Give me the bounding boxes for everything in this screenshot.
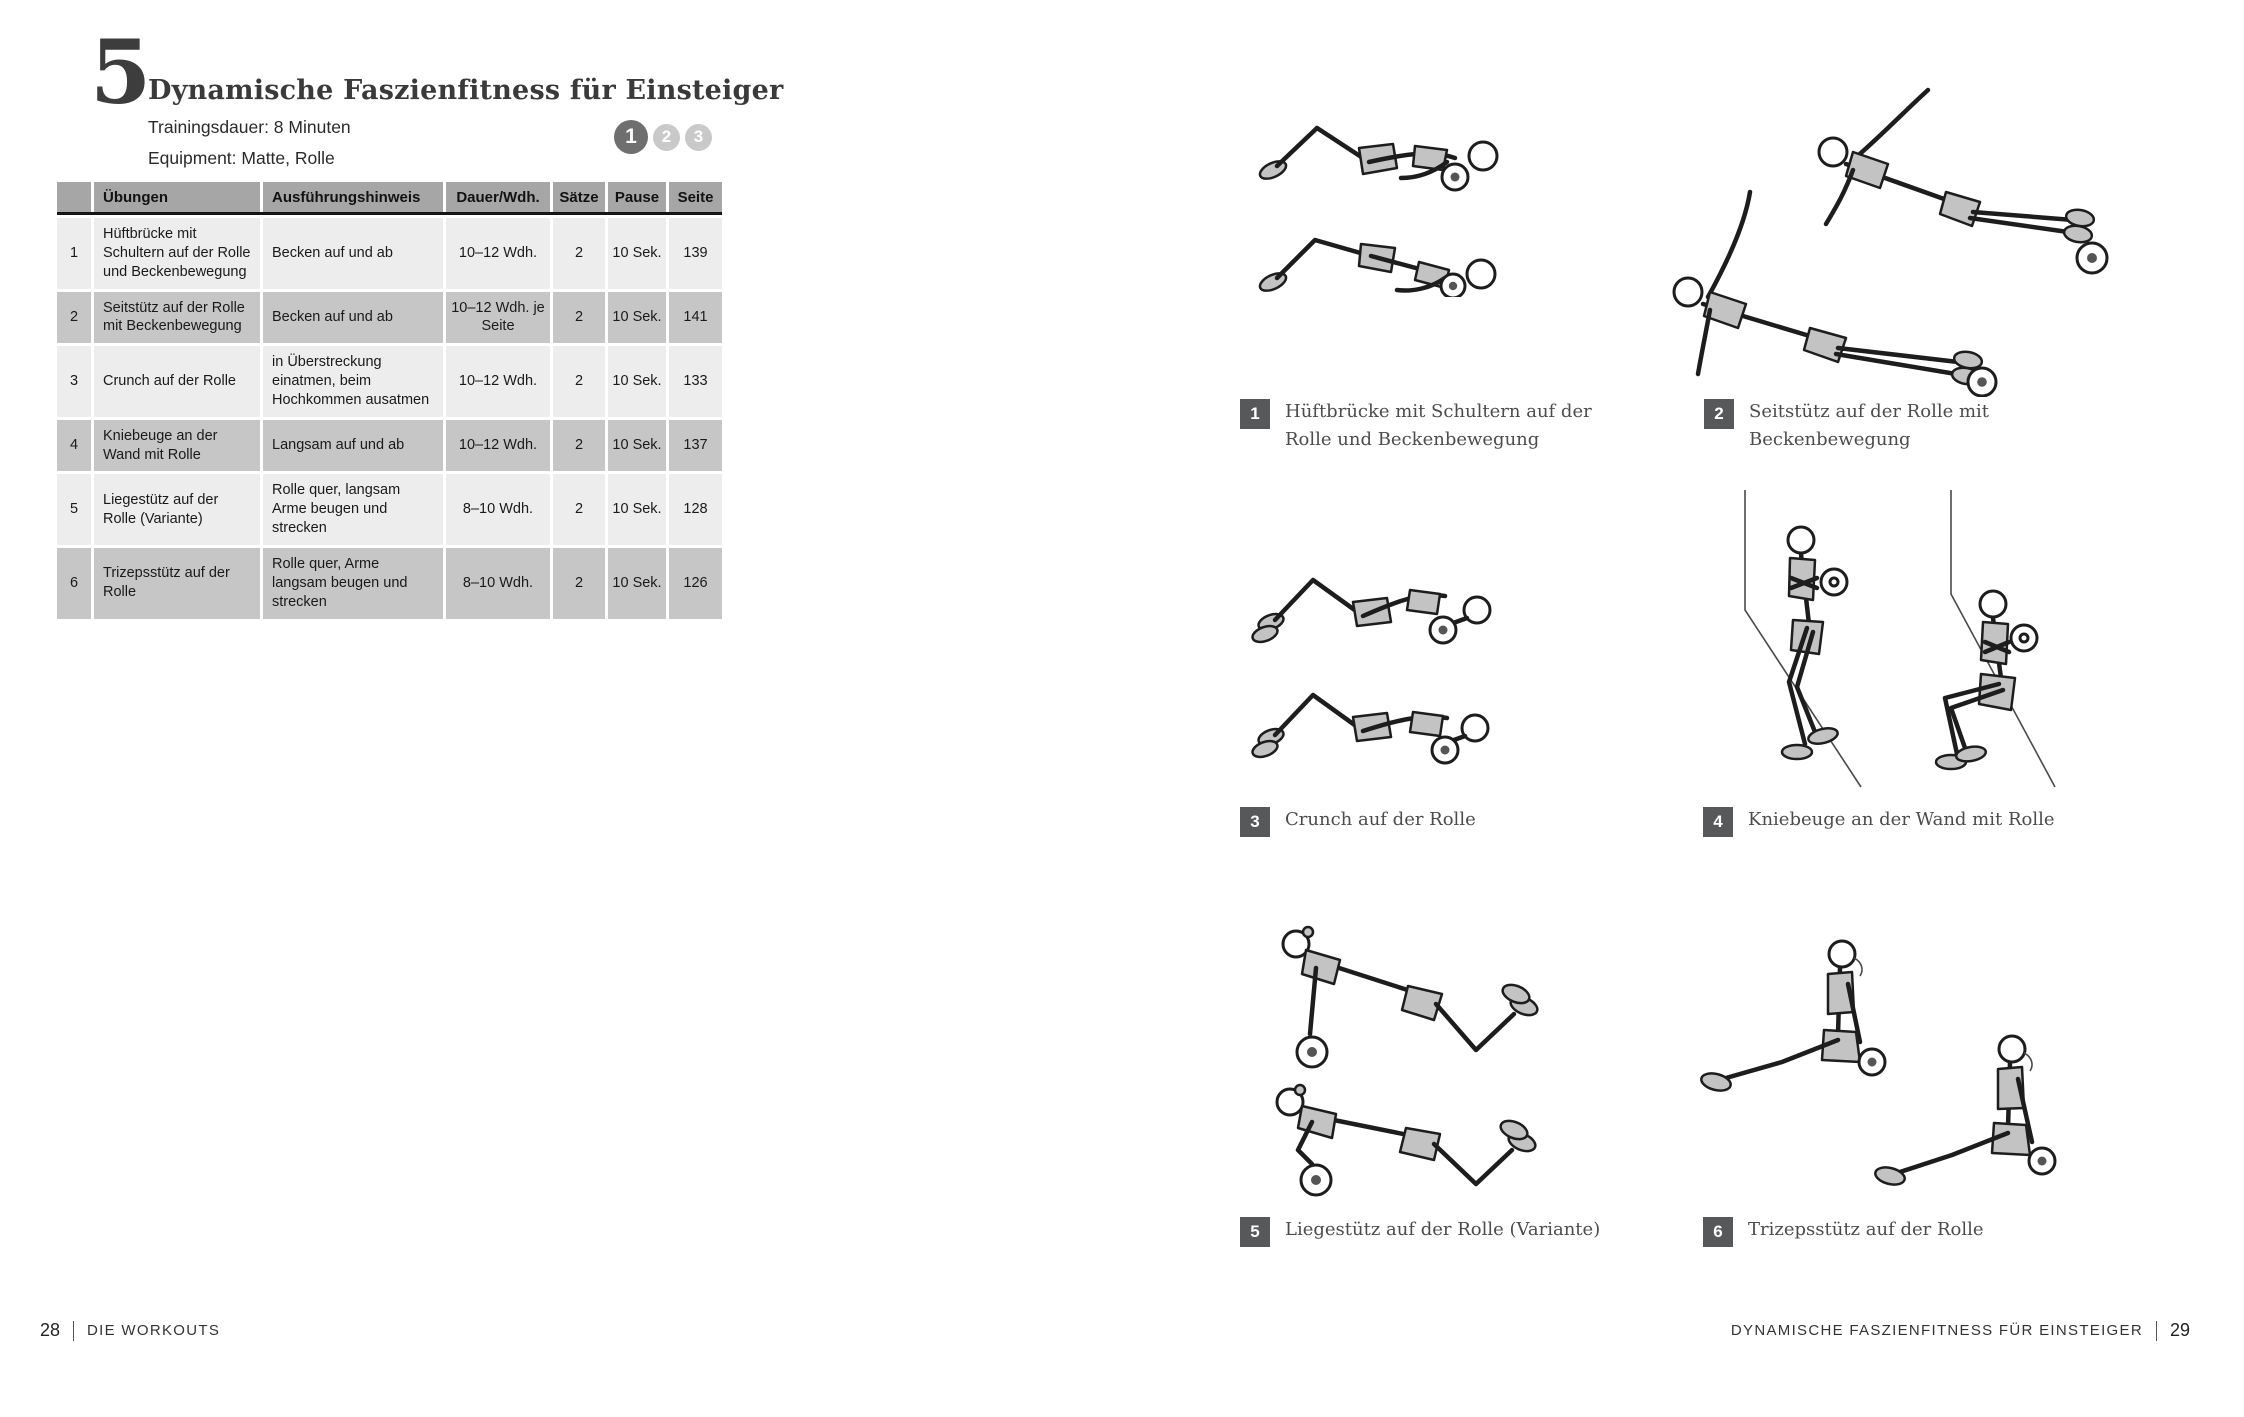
table-header-cell: Sätze — [553, 182, 605, 212]
table-header-cell: Ausführungshinweis — [263, 182, 443, 212]
level-2-badge: 2 — [653, 123, 680, 151]
table-header-cell: Pause — [608, 182, 666, 212]
equipment: Equipment: Matte, Rolle — [148, 147, 335, 168]
page-number: 29 — [2169, 1320, 2190, 1340]
table-header-cell: Seite — [669, 182, 722, 212]
table-cell: Kniebeuge an der Wand mit Rolle — [94, 419, 260, 472]
table-cell: 128 — [669, 474, 722, 545]
table-cell: Langsam auf und ab — [263, 419, 443, 472]
table-cell: 2 — [553, 547, 605, 619]
figure-caption-text: Crunch auf der Rolle — [1285, 809, 1476, 830]
illustration-wall-squat — [1693, 482, 2083, 797]
table-cell: in Überstreckung einatmen, beim Hochkomm… — [263, 346, 443, 417]
figure-number-badge: 1 — [1240, 399, 1270, 429]
table-cell: 10 Sek. — [608, 218, 666, 289]
figure-number-badge: 2 — [1704, 399, 1734, 429]
table-cell: 8–10 Wdh. — [446, 547, 550, 619]
figure-number-badge: 5 — [1240, 1217, 1270, 1247]
footer-divider — [73, 1320, 75, 1341]
figure-caption-6: 6 Trizepsstütz auf der Rolle — [1703, 1216, 2178, 1247]
table-cell: Becken auf und ab — [263, 291, 443, 344]
figure-caption-2: 2 Seitstütz auf der Rolle mit Beckenbewe… — [1704, 398, 1999, 454]
table-cell: 5 — [57, 474, 91, 545]
table-cell: 2 — [553, 291, 605, 344]
illustration-pushup-roller — [1240, 892, 1570, 1207]
table-cell: 139 — [669, 218, 722, 289]
figure-caption-5: 5 Liegestütz auf der Rolle (Variante) — [1240, 1216, 1715, 1247]
figure-caption-4: 4 Kniebeuge an der Wand mit Rolle — [1703, 806, 2178, 837]
illustration-crunch — [1235, 532, 1565, 797]
illustration-triceps-support — [1690, 912, 2090, 1207]
table-cell: 10–12 Wdh. — [446, 218, 550, 289]
page-number: 28 — [40, 1320, 61, 1340]
level-indicator: 1 2 3 — [614, 120, 712, 154]
table-cell: 126 — [669, 547, 722, 619]
table-cell: 10–12 Wdh. je Seite — [446, 291, 550, 344]
table-cell: 10 Sek. — [608, 419, 666, 472]
table-cell: 10 Sek. — [608, 346, 666, 417]
table-cell: 141 — [669, 291, 722, 344]
illustration-hip-bridge — [1235, 82, 1565, 297]
table-cell: 10 Sek. — [608, 291, 666, 344]
table-cell: 10–12 Wdh. — [446, 346, 550, 417]
table-header-cell — [57, 182, 91, 212]
table-cell: 1 — [57, 218, 91, 289]
table-header-rule — [57, 212, 722, 215]
table-cell: 2 — [553, 474, 605, 545]
figure-caption-text: Kniebeuge an der Wand mit Rolle — [1748, 809, 2055, 830]
footer-right: DYNAMISCHE FASZIENFITNESS FÜR EINSTEIGER… — [1731, 1320, 2190, 1341]
table-cell: 133 — [669, 346, 722, 417]
figure-number-badge: 6 — [1703, 1217, 1733, 1247]
workout-meta: Trainingsdauer: 8 Minuten Equipment: Mat… — [148, 112, 351, 173]
table-cell: 2 — [553, 346, 605, 417]
figure-caption-text: Seitstütz auf der Rolle mit Beckenbewegu… — [1749, 401, 1990, 450]
footer-left: 28 DIE WORKOUTS — [40, 1320, 220, 1341]
table-cell: 10 Sek. — [608, 474, 666, 545]
table-cell: 2 — [553, 218, 605, 289]
illustration-side-support — [1628, 52, 2133, 397]
table-cell: 4 — [57, 419, 91, 472]
training-duration: Trainingsdauer: 8 Minuten — [148, 117, 351, 137]
section-title: DYNAMISCHE FASZIENFITNESS FÜR EINSTEIGER — [1730, 1322, 2143, 1339]
level-1-badge: 1 — [614, 120, 648, 154]
table-cell: 2 — [553, 419, 605, 472]
table-header-cell: Dauer/Wdh. — [446, 182, 550, 212]
table-cell: 10 Sek. — [608, 547, 666, 619]
table-cell: Crunch auf der Rolle — [94, 346, 260, 417]
table-cell: Seitstütz auf der Rolle mit Beckenbewegu… — [94, 291, 260, 344]
section-title: DIE WORKOUTS — [87, 1322, 221, 1339]
figure-number-badge: 4 — [1703, 807, 1733, 837]
table-cell: 3 — [57, 346, 91, 417]
figure-caption-text: Liegestütz auf der Rolle (Variante) — [1285, 1219, 1601, 1240]
figure-caption-1: 1 Hüftbrücke mit Schultern auf der Rolle… — [1240, 398, 1600, 454]
table-cell: Trizepsstütz auf der Rolle — [94, 547, 260, 619]
table-cell: 2 — [57, 291, 91, 344]
table-cell: 6 — [57, 547, 91, 619]
table-cell: 10–12 Wdh. — [446, 419, 550, 472]
page-title: Dynamische Faszienfitness für Einsteiger — [148, 75, 784, 106]
chapter-number: 5 — [90, 20, 152, 124]
table-cell: Rolle quer, Arme langsam beugen und stre… — [263, 547, 443, 619]
table-cell: 137 — [669, 419, 722, 472]
figure-number-badge: 3 — [1240, 807, 1270, 837]
footer-divider — [2155, 1320, 2157, 1341]
table-cell: 8–10 Wdh. — [446, 474, 550, 545]
figure-caption-3: 3 Crunch auf der Rolle — [1240, 806, 1715, 837]
table-cell: Becken auf und ab — [263, 218, 443, 289]
workout-table: Übungen Ausführungshinweis Dauer/Wdh. Sä… — [57, 182, 722, 619]
table-header-cell: Übungen — [94, 182, 260, 212]
figure-caption-text: Hüftbrücke mit Schultern auf der Rolle u… — [1285, 401, 1592, 450]
table-cell: Liegestütz auf der Rolle (Variante) — [94, 474, 260, 545]
table-cell: Rolle quer, langsam Arme beugen und stre… — [263, 474, 443, 545]
table-cell: Hüftbrücke mit Schultern auf der Rolle u… — [94, 218, 260, 289]
level-3-badge: 3 — [685, 123, 712, 151]
figure-caption-text: Trizepsstütz auf der Rolle — [1748, 1219, 1984, 1240]
